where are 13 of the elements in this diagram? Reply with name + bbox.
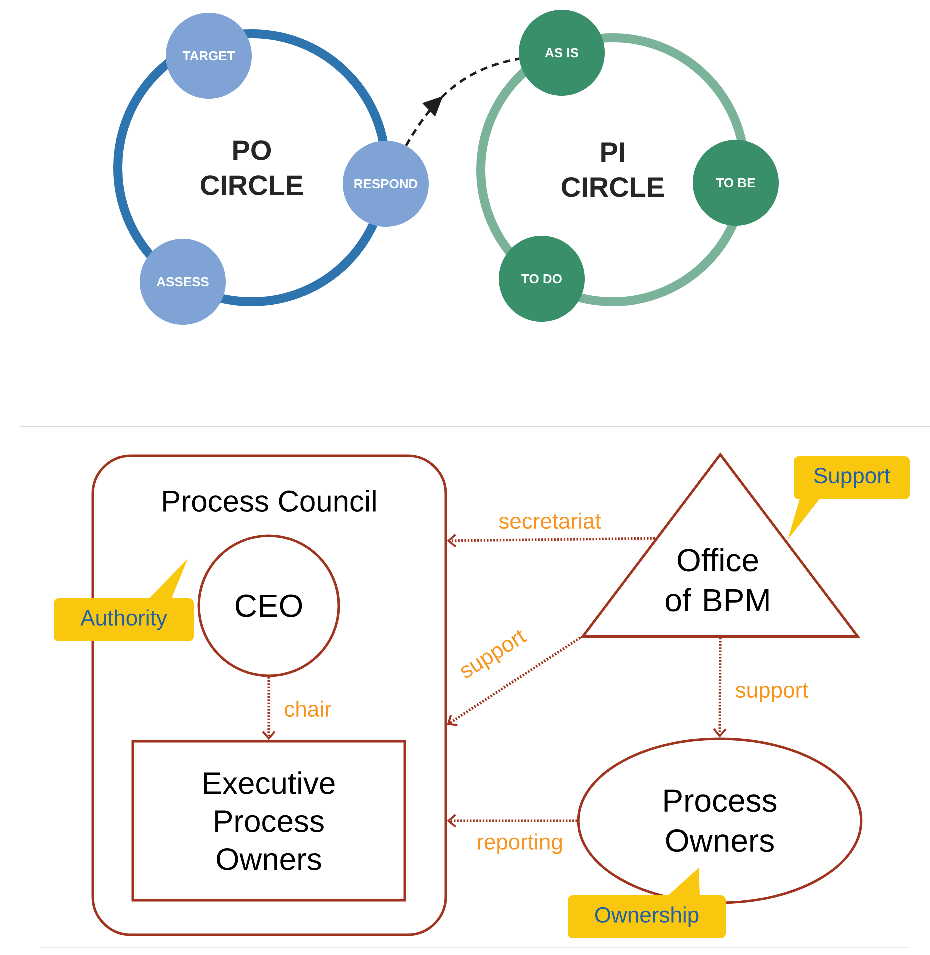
callout: Support bbox=[788, 456, 910, 540]
edge-label: reporting bbox=[476, 832, 564, 856]
arrow bbox=[447, 814, 578, 828]
arrow bbox=[447, 534, 656, 548]
arrow bbox=[713, 638, 727, 738]
arrow bbox=[447, 636, 582, 726]
edge-label: support bbox=[734, 682, 810, 704]
arrow bbox=[405, 58, 520, 146]
arrow bbox=[262, 677, 276, 740]
callout: Ownership bbox=[568, 868, 726, 938]
edge-label: chair bbox=[283, 700, 333, 718]
role-box: Executive Process Owners bbox=[132, 740, 406, 902]
callout: Authority bbox=[54, 559, 194, 642]
